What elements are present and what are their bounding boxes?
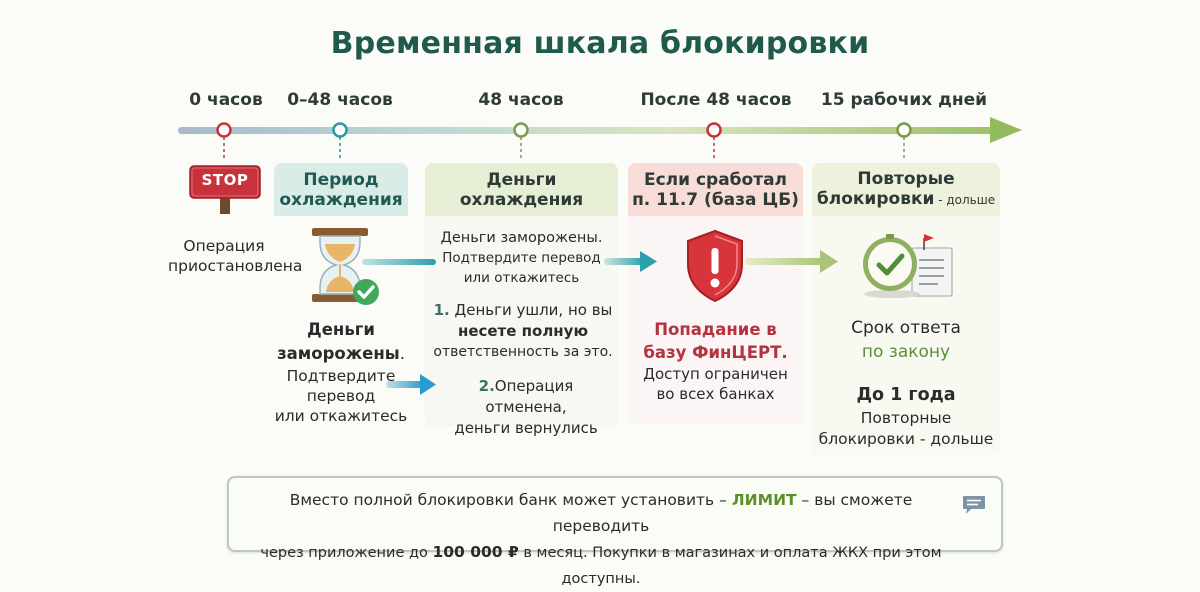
timeline-marker-15-days — [896, 122, 912, 158]
option-1-number: 1. — [433, 301, 450, 319]
timeline-bar — [178, 117, 1022, 158]
access-restricted-line-1: Доступ ограничен — [643, 365, 788, 383]
stop-caption-line-2: приостановлена — [168, 257, 303, 275]
option-2-number: 2. — [478, 377, 495, 395]
cooling-period-header-line-1: Период — [303, 169, 379, 190]
repeated-blocks-header-line-2: блокировки — [816, 189, 935, 209]
cooling-period-header: Период охлаждения — [274, 163, 408, 216]
option-2-text: 2.Операция отменена, деньги вернулись — [436, 376, 616, 439]
repeated-blocks-line-1: Повторные — [860, 409, 952, 427]
clock-document-icon — [863, 234, 953, 298]
timeline-label-after-48h: После 48 часов — [640, 90, 792, 110]
repeated-blocks-header-line-1: Повторые — [857, 169, 955, 189]
repeated-blocks-header-suffix: - дольше — [934, 193, 996, 207]
access-restricted-line-2: во всех банках — [656, 385, 775, 403]
option-1-line-3: ответственность за это. — [433, 344, 613, 360]
access-restricted-text: Доступ ограничен во всех банках — [628, 364, 803, 404]
money-cooling-header: Деньги охлаждения — [425, 163, 618, 216]
chat-bubble-icon — [963, 496, 985, 514]
repeated-blocks-line-2: блокировки - дольше — [818, 430, 994, 448]
money-cooling-intro: Деньги заморожены. Подтвердите перевод и… — [425, 228, 618, 288]
cooling-main-line-2: заморожены — [277, 344, 400, 363]
hourglass-icon — [312, 228, 379, 305]
money-cooling-header-line-1: Деньги — [486, 169, 557, 190]
limit-keyword: ЛИМИТ — [731, 491, 797, 509]
option-1-text: 1. Деньги ушли, но вы несете полную отве… — [428, 300, 618, 363]
timeline-marker-0h — [216, 122, 232, 158]
timeline-marker-after-48h — [706, 122, 722, 158]
limit-note-text: Вместо полной блокировки банк может уста… — [241, 487, 961, 592]
option-2-line-1: Операция отменена, — [485, 377, 574, 416]
timeline-label-15-days: 15 рабочих дней — [820, 90, 988, 110]
limit-note-part-1: Вместо полной блокировки банк может уста… — [289, 491, 732, 509]
option-2-line-2: деньги вернулись — [454, 419, 598, 437]
timeline-marker-0-48h — [332, 122, 348, 158]
limit-note-part-3: через приложение до — [260, 545, 433, 561]
cb-database-header-line-2: п. 11.7 (база ЦБ) — [632, 189, 799, 210]
up-to-one-year: До 1 года — [856, 385, 956, 405]
repeated-blocks-text: Повторные блокировки - дольше — [812, 408, 1000, 450]
limit-note: Вместо полной блокировки банк может уста… — [227, 476, 1003, 587]
legal-response-text: Срок ответа по закону — [812, 316, 1000, 364]
cb-database-header-line-1: Если сработал — [643, 169, 787, 190]
cooling-period-card: Период охлаждения — [274, 163, 408, 443]
money-cooling-intro-line-1: Деньги заморожены. — [440, 230, 603, 246]
timeline-marker-48h — [513, 122, 529, 158]
stop-sign: STOP — [188, 164, 262, 216]
cooling-sub-line-3: или откажитесь — [274, 407, 408, 425]
cooling-period-header-line-2: охлаждения — [279, 189, 403, 210]
cooling-sub-text: Подтвердите перевод или откажитесь — [270, 366, 412, 426]
money-cooling-header-line-2: охлаждения — [459, 189, 584, 210]
option-1-line-1: Деньги ушли, но вы — [454, 301, 613, 319]
cooling-sub-line-1: Подтвердите — [286, 367, 396, 385]
fincert-line-2: базу ФинЦЕРТ. — [643, 343, 788, 362]
money-cooling-intro-line-2: Подтвердите перевод — [442, 250, 601, 266]
limit-note-part-4: в месяц. Покупки в магазинах и оплата ЖК… — [518, 545, 942, 587]
timeline-label-48h: 48 часов — [478, 90, 564, 110]
option-1-line-2: несете полную — [457, 322, 589, 340]
cooling-sub-line-2: перевод — [306, 387, 376, 405]
cooling-main-text: Деньги заморожены. — [270, 318, 412, 366]
page-title: Временная шкала блокировки — [330, 26, 870, 61]
fincert-line-1: Попадание в — [654, 320, 777, 339]
repeated-blocks-header: Повторые блокировки - дольше — [812, 163, 1000, 216]
money-cooling-card: Деньги охлаждения — [425, 163, 618, 427]
fincert-text: Попадание в базу ФинЦЕРТ. — [628, 318, 803, 364]
stop-caption: Операция приостановлена — [168, 236, 303, 276]
stop-caption-line-1: Операция — [183, 237, 265, 255]
timeline-label-0h: 0 часов — [189, 90, 263, 110]
cooling-main-line-1: Деньги — [307, 320, 375, 339]
warning-shield-icon — [687, 229, 743, 303]
money-cooling-intro-line-3: или откажитесь — [463, 270, 580, 286]
limit-amount: 100 000 ₽ — [432, 543, 519, 561]
stop-sign-label: STOP — [201, 171, 249, 189]
legal-response-line-2: по закону — [861, 342, 951, 362]
cb-database-header: Если сработал п. 11.7 (база ЦБ) — [628, 163, 803, 216]
timeline-label-0-48h: 0–48 часов — [287, 90, 393, 110]
repeated-blocks-card: Повторые блокировки - дольше — [812, 163, 1000, 455]
cooling-main-dot: . — [399, 344, 405, 363]
limit-note-part-2: – вы сможете переводить — [552, 491, 913, 535]
legal-response-line-1: Срок ответа — [851, 318, 961, 338]
stop-sign-icon — [189, 165, 261, 214]
